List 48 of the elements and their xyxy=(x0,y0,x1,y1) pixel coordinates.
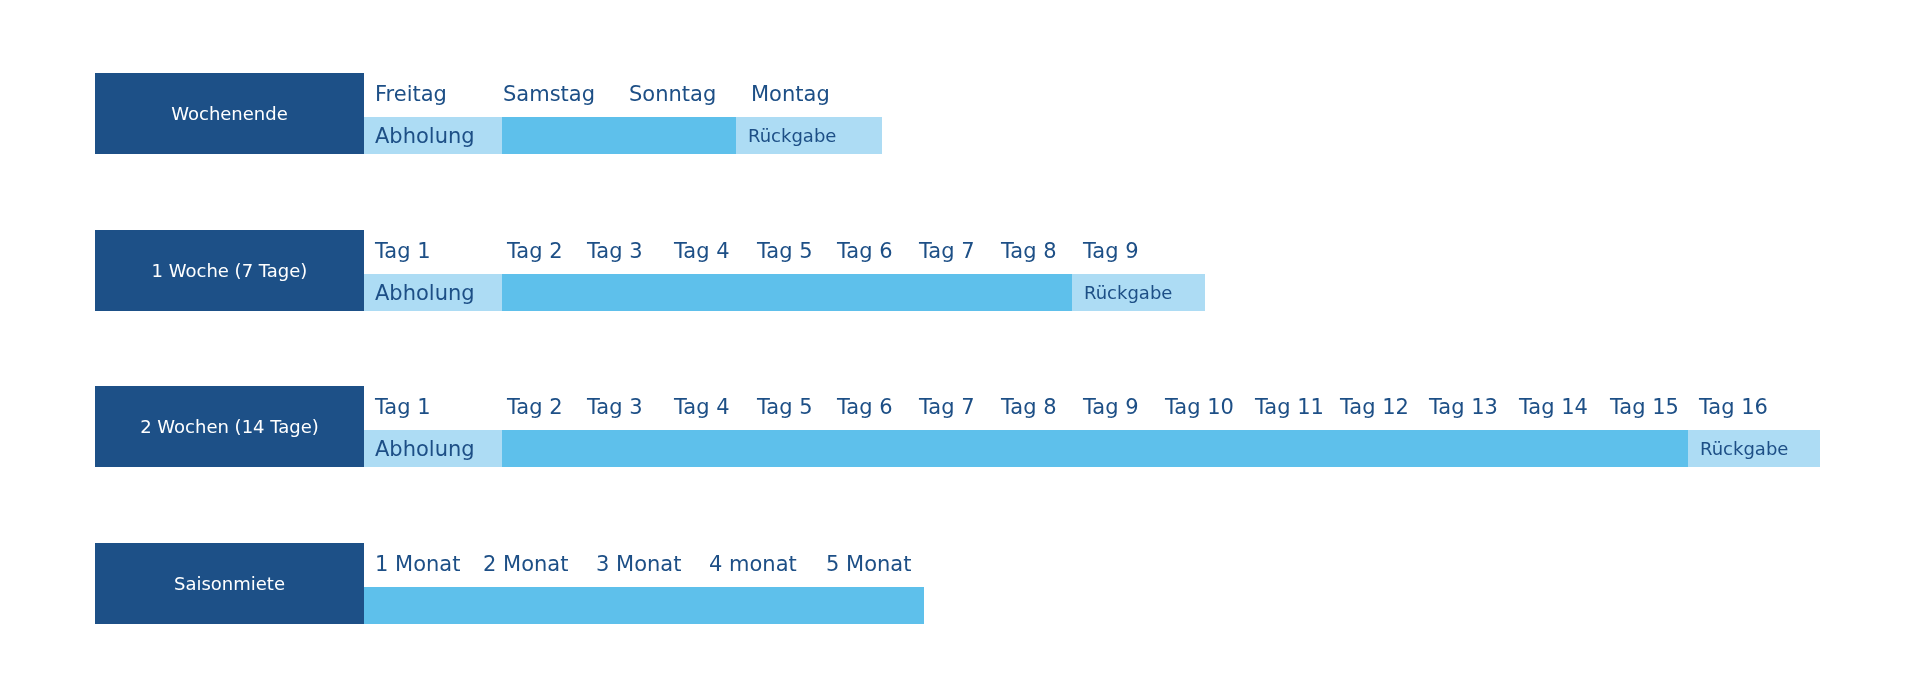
day-label: Tag 14 xyxy=(1519,395,1588,420)
rental-duration-bar xyxy=(364,587,924,624)
period-header-box: Wochenende xyxy=(95,73,364,154)
day-label: Tag 3 xyxy=(587,395,643,420)
day-label: Tag 9 xyxy=(1083,239,1139,264)
return-bar-segment: Rückgabe xyxy=(1072,274,1205,311)
day-label: Tag 9 xyxy=(1083,395,1139,420)
day-label: Tag 15 xyxy=(1610,395,1679,420)
day-label: Tag 12 xyxy=(1340,395,1409,420)
day-label: Tag 6 xyxy=(837,395,893,420)
day-label: Tag 1 xyxy=(375,239,431,264)
month-label: 5 Monat xyxy=(826,552,912,577)
period-header-box: 2 Wochen (14 Tage) xyxy=(95,386,364,467)
day-label: Tag 1 xyxy=(375,395,431,420)
day-label: Tag 2 xyxy=(507,395,563,420)
day-label: Tag 16 xyxy=(1699,395,1768,420)
pickup-bar-segment: Abholung xyxy=(364,117,502,154)
day-label: Tag 8 xyxy=(1001,239,1057,264)
day-label: Tag 7 xyxy=(919,395,975,420)
day-label: Tag 2 xyxy=(507,239,563,264)
month-label: 2 Monat xyxy=(483,552,569,577)
weekday-label: Sonntag xyxy=(629,82,717,107)
day-label: Tag 4 xyxy=(674,239,730,264)
pickup-bar-segment: Abholung xyxy=(364,274,502,311)
day-label: Tag 4 xyxy=(674,395,730,420)
day-label: Tag 13 xyxy=(1429,395,1498,420)
day-label: Tag 5 xyxy=(757,239,813,264)
month-label: 3 Monat xyxy=(596,552,682,577)
period-header-box: 1 Woche (7 Tage) xyxy=(95,230,364,311)
day-label: Tag 10 xyxy=(1165,395,1234,420)
day-label: Tag 8 xyxy=(1001,395,1057,420)
day-label: Tag 11 xyxy=(1255,395,1324,420)
return-bar-segment: Rückgabe xyxy=(736,117,882,154)
month-label: 1 Monat xyxy=(375,552,461,577)
rental-duration-bar xyxy=(502,274,1072,311)
day-label: Tag 3 xyxy=(587,239,643,264)
weekday-label: Freitag xyxy=(375,82,447,107)
weekday-label: Samstag xyxy=(503,82,596,107)
month-label: 4 monat xyxy=(709,552,797,577)
weekday-label: Montag xyxy=(751,82,830,107)
day-label: Tag 6 xyxy=(837,239,893,264)
day-label: Tag 5 xyxy=(757,395,813,420)
rental-duration-bar xyxy=(502,117,736,154)
return-bar-segment: Rückgabe xyxy=(1688,430,1820,467)
day-label: Tag 7 xyxy=(919,239,975,264)
rental-duration-bar xyxy=(502,430,1688,467)
pickup-bar-segment: Abholung xyxy=(364,430,502,467)
period-header-box: Saisonmiete xyxy=(95,543,364,624)
